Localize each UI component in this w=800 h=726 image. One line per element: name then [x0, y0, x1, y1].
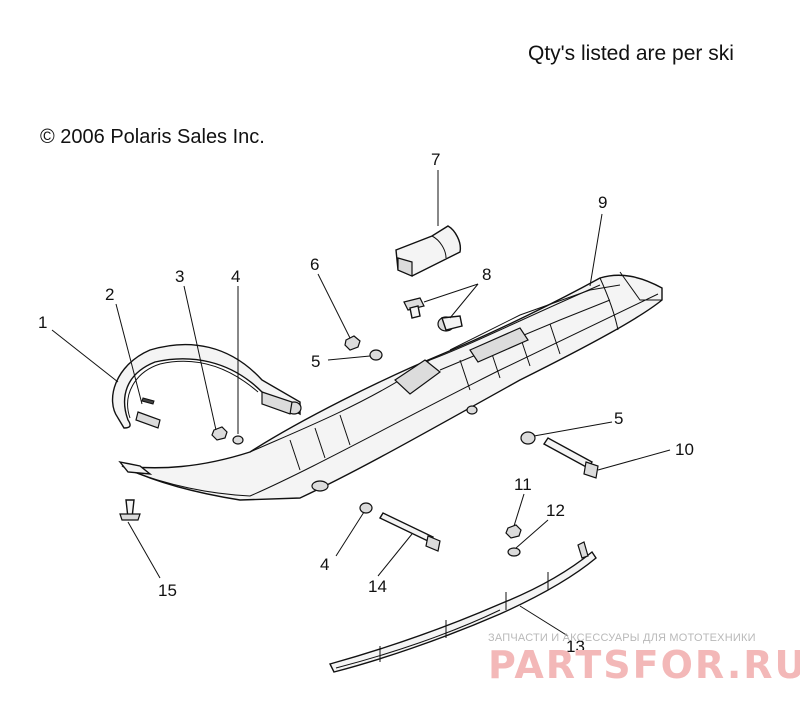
- qty-note: Qty's listed are per ski: [528, 42, 734, 65]
- callout-10: 10: [675, 440, 694, 459]
- watermark: ЗАПЧАСТИ И АКСЕССУАРЫ ДЛЯ МОТОТЕХНИКИ PA…: [488, 632, 800, 687]
- part-13-wear-bar: [328, 541, 597, 673]
- callout-5-top: 5: [311, 352, 320, 371]
- callout-14: 14: [368, 577, 387, 596]
- hardware: [119, 297, 599, 557]
- watermark-logo: PARTSFOR.RU: [488, 643, 800, 687]
- callout-6: 6: [310, 255, 319, 274]
- callout-13: 13: [566, 637, 585, 656]
- callout-12: 12: [546, 501, 565, 520]
- leader-lines: [51, 170, 671, 637]
- part-7-bumper: [395, 225, 462, 277]
- copyright-text: © 2006 Polaris Sales Inc.: [40, 126, 265, 148]
- callout-4-bottom: 4: [320, 555, 329, 574]
- callout-4-left: 4: [231, 267, 240, 286]
- callout-7: 7: [431, 150, 440, 169]
- ski-body: [118, 271, 663, 501]
- part-2-clip: [135, 397, 161, 429]
- callout-8: 8: [482, 265, 491, 284]
- callout-5-right: 5: [614, 409, 623, 428]
- callout-2: 2: [105, 285, 114, 304]
- callout-numbers: 1 2 3 4 6 5 7 8 9 5 10 11 12 4 14 13 15: [38, 150, 694, 656]
- callout-9: 9: [598, 193, 607, 212]
- ski-loop-handle: [111, 343, 302, 429]
- callout-15: 15: [158, 581, 177, 600]
- callout-1: 1: [38, 313, 47, 332]
- callout-3: 3: [175, 267, 184, 286]
- callout-11: 11: [514, 475, 532, 494]
- watermark-subtitle: ЗАПЧАСТИ И АКСЕССУАРЫ ДЛЯ МОТОТЕХНИКИ: [488, 632, 756, 644]
